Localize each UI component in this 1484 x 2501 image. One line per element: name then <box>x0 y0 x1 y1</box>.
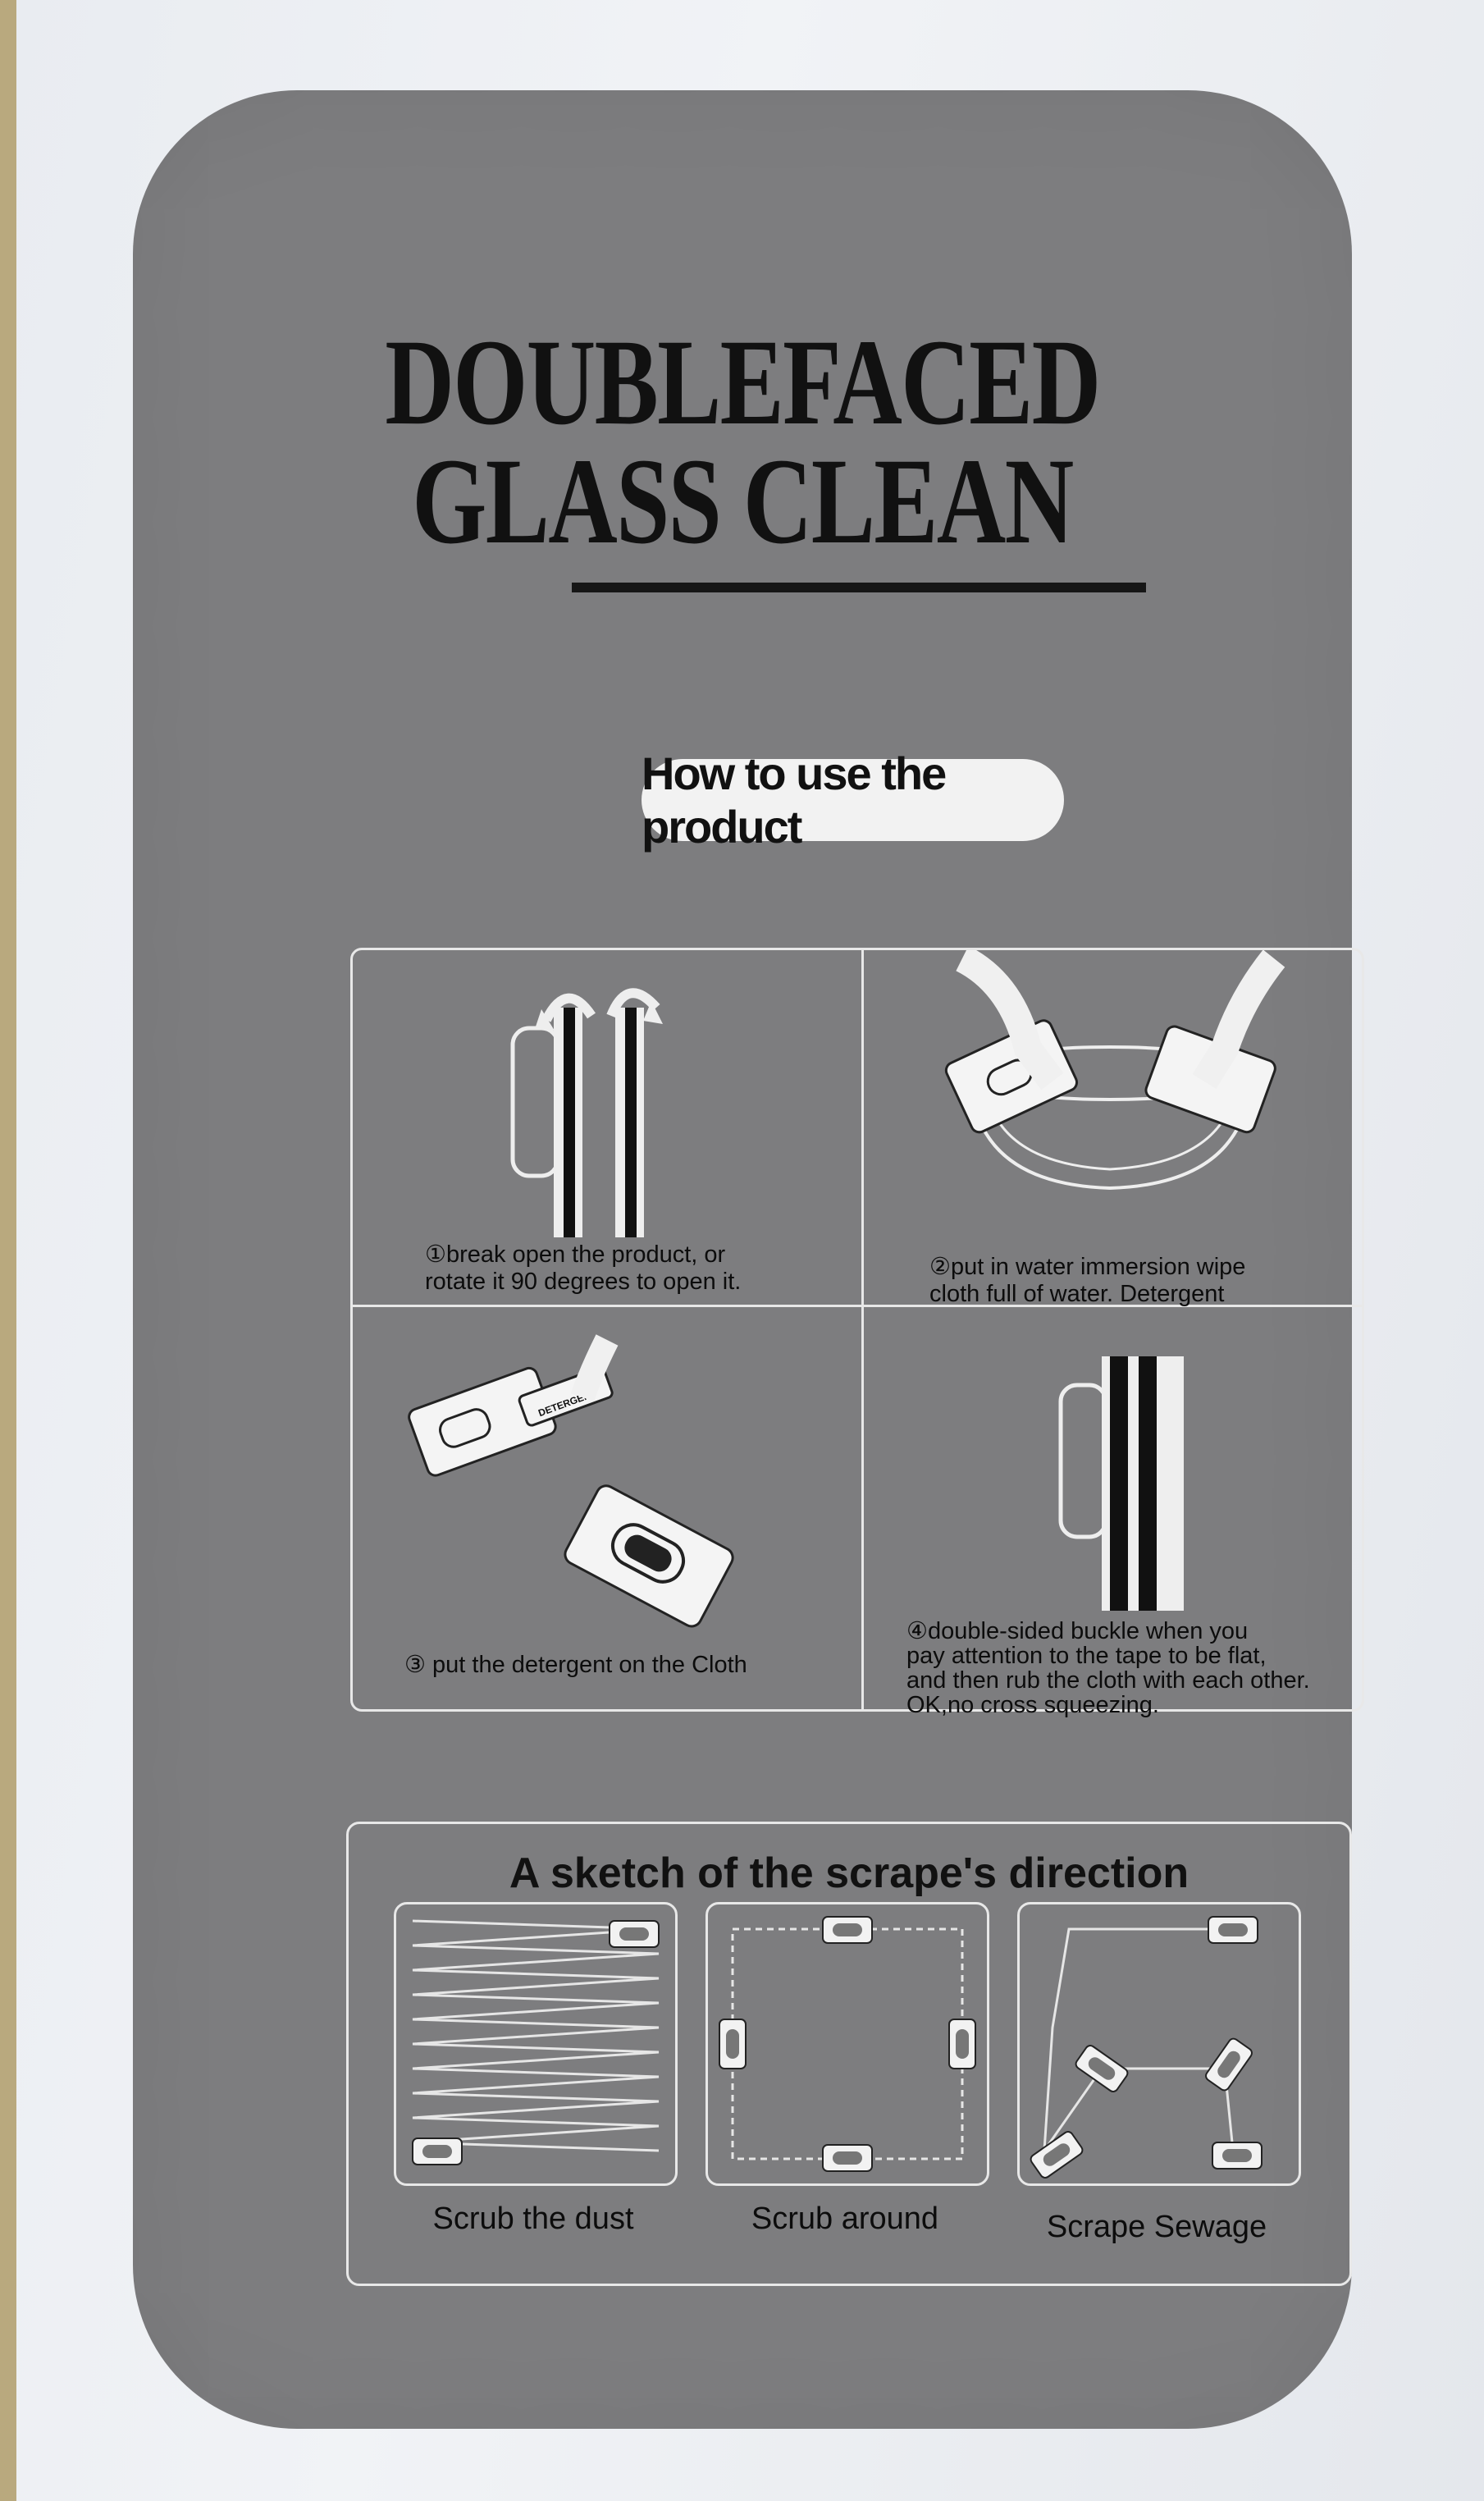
step-2-line-1: ②put in water immersion wipe <box>929 1254 1246 1280</box>
step-1-cell: ①break open the product, or rotate it 90… <box>353 950 861 1305</box>
wiper-rotate-icon <box>510 988 663 1237</box>
zigzag-path-icon <box>412 1919 660 2165</box>
step-4-line-1: ④double-sided buckle when you <box>906 1618 1249 1644</box>
scrub-around-diagram <box>705 1902 989 2186</box>
step-4-cell: ④double-sided buckle when you pay attent… <box>864 1307 1362 1717</box>
scrape-sewage-diagram <box>1017 1902 1301 2186</box>
scrape-direction-section: A sketch of the scrape's direction Scrub… <box>346 1822 1352 2286</box>
title-line-2: GLASS CLEAN <box>412 433 1074 569</box>
step-3-cell: DETERGENT ③ put the detergent on the Clo… <box>353 1307 861 1709</box>
step-3-line-1: ③ put the detergent on the Cloth <box>404 1652 747 1678</box>
title-line-1: DOUBLEFACED <box>385 314 1101 450</box>
how-to-use-badge: How to use the product <box>642 748 1064 853</box>
gray-panel: DOUBLEFACED GLASS CLEAN How to use the p… <box>133 90 1364 2429</box>
perimeter-path-icon <box>719 1916 976 2172</box>
step-4-line-2: pay attention to the tape to be flat, <box>906 1643 1267 1669</box>
title-underline <box>572 583 1146 592</box>
grid-divider-vertical <box>861 950 864 1709</box>
scrape-sewage-label: Scrape Sewage <box>1046 2210 1267 2244</box>
double-sided-wiper-icon <box>1058 1356 1184 1611</box>
instruction-grid: ①break open the product, or rotate it 90… <box>350 948 1364 1717</box>
scrub-around-label: Scrub around <box>751 2202 939 2236</box>
step-2-line-2: cloth full of water. Detergent <box>929 1281 1225 1307</box>
water-basin-icon <box>944 950 1285 1191</box>
step-2-cell: ②put in water immersion wipe cloth full … <box>864 950 1362 1307</box>
box-surface: DOUBLEFACED GLASS CLEAN How to use the p… <box>16 0 1484 2501</box>
step-4-line-3: and then rub the cloth with each other. <box>906 1667 1310 1694</box>
sketch-title: A sketch of the scrape's direction <box>509 1849 1189 1897</box>
step-1-line-1: ①break open the product, or <box>425 1241 726 1268</box>
scrub-dust-label: Scrub the dust <box>432 2202 634 2236</box>
scrub-dust-diagram <box>394 1902 678 2186</box>
step-4-line-4: OK,no cross squeezing. <box>906 1692 1159 1718</box>
grid-divider-horizontal <box>353 1305 1362 1307</box>
step-1-line-2: rotate it 90 degrees to open it. <box>425 1269 742 1295</box>
detergent-cloth-icon: DETERGENT <box>408 1334 734 1628</box>
sewage-path-icon <box>1030 1916 1263 2179</box>
